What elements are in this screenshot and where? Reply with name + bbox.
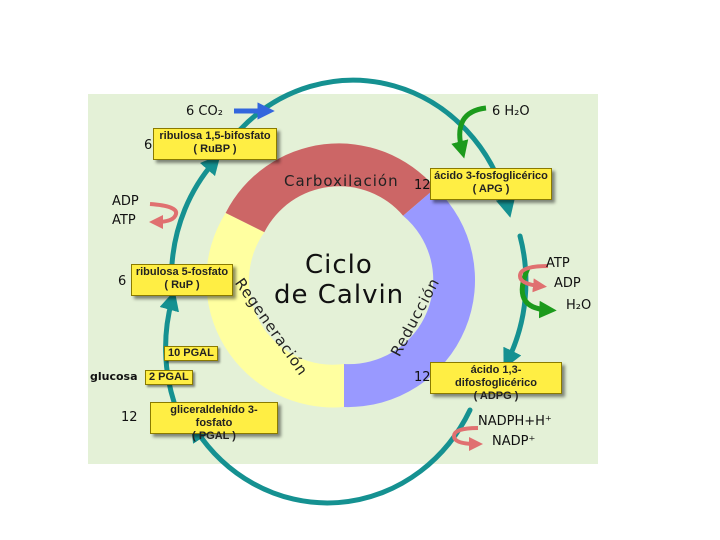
co2-label: 6 CO₂ [186,104,223,119]
adpg-abbrev: ( ADPG ) [473,390,519,402]
adpg-name: ácido 1,3-difosfoglicérico [455,364,537,389]
cycle-title-line1: Ciclo [305,250,373,280]
rup-name: ribulosa 5-fosfato [135,266,229,278]
nadp-label: NADP⁺ [492,434,536,449]
h2o-in-arrow [451,105,487,159]
cycle-title-line2: de Calvin [274,280,405,310]
apg-name: ácido 3-fosfoglicérico [434,170,548,182]
adpg-box: ácido 1,3-difosfoglicérico ( ADPG ) [430,362,562,402]
segment-regeneracion [206,213,344,408]
adp-left-label: ADP [112,194,139,209]
atp-right-label: ATP [546,256,570,271]
pgal-box: gliceraldehído 3-fosfato ( PGAL ) [150,402,278,442]
h2o-right-label: H₂O [566,298,592,313]
pgal-abbrev: ( PGAL ) [192,430,236,442]
rubp-count: 6 [144,138,153,153]
rup-count: 6 [118,274,127,289]
rup-abbrev: ( RuP ) [164,279,200,291]
rubp-box: ribulosa 1,5-bifosfato ( RuBP ) [153,128,277,160]
adp-right-label: ADP [554,276,581,291]
cycle-arrow-bottom [190,407,473,506]
pgal-name: gliceraldehído 3-fosfato [170,404,258,429]
apg-abbrev: ( APG ) [472,183,510,195]
pgal-count: 12 [121,410,138,425]
nadph-label: NADPH+H⁺ [478,414,552,429]
atp-left-label: ATP [112,213,136,228]
adpg-count: 12 [414,370,431,385]
segment-reduccion [344,188,476,408]
pgal10-box: 10 PGAL [164,346,218,361]
rup-box: ribulosa 5-fosfato ( RuP ) [131,264,233,296]
inner-donut [206,143,476,408]
cycle-arrow-top-right [235,77,516,218]
cycle-arrow-left-top [169,154,221,267]
glucosa-label: glucosa [90,370,138,383]
h2o-label: 6 H₂O [492,104,530,119]
rubp-abbrev: ( RuBP ) [193,143,237,155]
apg-count: 12 [414,178,431,193]
segment-label-carboxilacion: Carboxilación [284,172,399,190]
rubp-name: ribulosa 1,5-bifosfato [159,130,271,142]
adp-atp-left-arrow [149,202,179,229]
apg-box: ácido 3-fosfoglicérico ( APG ) [430,168,552,200]
nadph-nadp-arrow [451,426,483,451]
h2o-out-arrow [519,266,557,319]
atp-adp-right-arrow [517,264,549,293]
segment-carboxilacion [225,143,436,233]
pgal2-box: 2 PGAL [145,370,193,385]
